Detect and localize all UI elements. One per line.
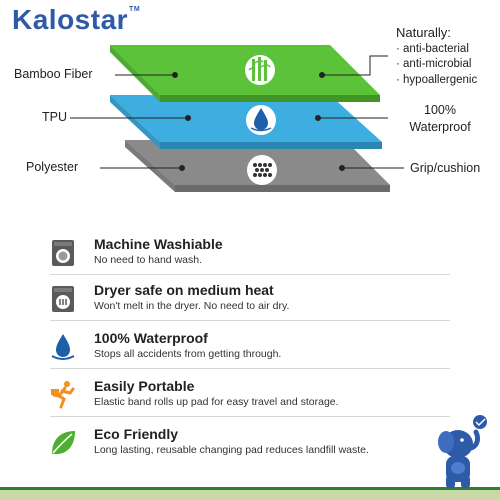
layer-label-bamboo: Bamboo Fiber <box>14 67 93 81</box>
running-person-icon <box>51 381 75 409</box>
waterproof-line2: Waterproof <box>409 119 471 134</box>
grip-dots-icon <box>247 155 277 185</box>
layer-label-polyester: Polyester <box>26 160 79 174</box>
bamboo-layer <box>110 45 380 102</box>
naturally-item: hypoallergenic <box>396 73 477 89</box>
naturally-list: anti-bacterial anti-microbial hypoallerg… <box>396 42 477 89</box>
elephant-mascot-icon <box>438 415 487 488</box>
naturally-item: anti-bacterial <box>396 42 477 58</box>
leaf-icon <box>52 431 75 455</box>
ground-line <box>0 487 500 490</box>
layer-label-tpu: TPU <box>42 110 67 124</box>
feature-item: Easily Portable Elastic band rolls up pa… <box>40 378 460 418</box>
waterproof-line1: 100% <box>424 103 456 117</box>
feature-item: Machine Washiable No need to hand wash. <box>40 236 460 276</box>
brand-name: Kalostar <box>12 4 129 35</box>
ground-strip <box>0 488 500 500</box>
washing-machine-icon <box>52 240 74 266</box>
water-drop-icon <box>51 334 75 360</box>
divider <box>50 320 450 321</box>
brand-logo: KalostarTM <box>12 4 140 36</box>
leader-lines <box>70 55 404 171</box>
waterproof-callout: 100% Waterproof <box>400 102 480 136</box>
feature-desc: Won't melt in the dryer. No need to air … <box>94 300 290 312</box>
feature-desc: Stops all accidents from getting through… <box>94 348 282 360</box>
feature-desc: No need to hand wash. <box>94 254 202 266</box>
feature-desc: Long lasting, reusable changing pad redu… <box>94 444 369 456</box>
naturally-callout: Naturally: anti-bacterial anti-microbial… <box>396 24 477 88</box>
feature-item: 100% Waterproof Stops all accidents from… <box>40 330 460 370</box>
trademark: TM <box>129 6 141 13</box>
tpu-layer <box>110 95 382 149</box>
divider <box>50 368 450 369</box>
dryer-icon <box>52 286 74 312</box>
water-drop-icon <box>246 105 276 135</box>
feature-title: Machine Washiable <box>94 236 223 252</box>
naturally-item: anti-microbial <box>396 57 477 73</box>
feature-title: Eco Friendly <box>94 426 179 442</box>
feature-item: Dryer safe on medium heat Won't melt in … <box>40 282 460 322</box>
feature-title: Easily Portable <box>94 378 195 394</box>
divider <box>50 274 450 275</box>
layer-diagram <box>70 45 404 192</box>
feature-title: 100% Waterproof <box>94 330 208 346</box>
feature-title: Dryer safe on medium heat <box>94 282 274 298</box>
feature-desc: Elastic band rolls up pad for easy trave… <box>94 396 339 408</box>
divider <box>50 416 450 417</box>
naturally-title: Naturally: <box>396 25 451 40</box>
grip-callout: Grip/cushion <box>410 161 481 175</box>
bamboo-icon <box>245 55 275 85</box>
feature-item: Eco Friendly Long lasting, reusable chan… <box>40 426 460 466</box>
